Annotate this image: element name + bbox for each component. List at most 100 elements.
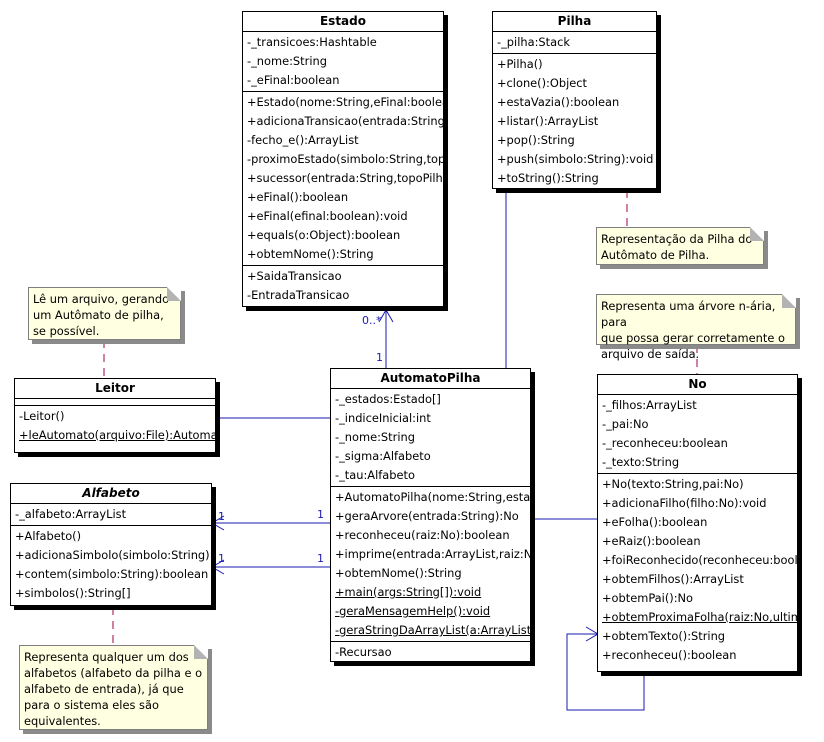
operation: +Alfabeto() — [15, 529, 82, 543]
note-alfabeto[interactable]: Representa qualquer um dos alfabetos (al… — [19, 645, 208, 730]
operation: +contem(simbolo:String):boolean — [15, 567, 209, 581]
multiplicity-alfabeto-tau: 1 — [218, 552, 225, 565]
class-operations: +AutomatoPilha(nome:String,estad +geraAr… — [331, 487, 530, 642]
note-line: Representa qualquer um dos — [24, 650, 189, 664]
operation: +main(args:String[]):void — [335, 585, 482, 599]
alfabeto-tau-arrowhead — [211, 559, 225, 575]
attribute: -_texto:String — [602, 455, 680, 469]
note-line: arquivo de saída. — [601, 347, 700, 361]
operation: +adicionaSimbolo(simbolo:String): — [15, 548, 211, 562]
multiplicity-automato-tau: 1 — [317, 552, 324, 565]
class-leitor[interactable]: Leitor -Leitor() +leAutomato(arquivo:Fil… — [14, 378, 216, 453]
note-line: para o sistema eles são — [24, 698, 159, 712]
class-attributes: -_pilha:Stack — [493, 32, 656, 54]
operation: +imprime(entrada:ArrayList,raiz:No — [335, 547, 530, 561]
operation: +obtemNome():String — [247, 247, 374, 261]
operation: -proximoEstado(simbolo:String,topo — [247, 152, 443, 166]
note-line: alfabeto de entrada), já que — [24, 682, 184, 696]
operation: +foiReconhecido(reconheceu:boole — [602, 553, 797, 567]
multiplicity-automato-sigma: 1 — [317, 508, 324, 521]
inner-class: -EntradaTransicao — [247, 288, 350, 302]
class-automatopilha[interactable]: AutomatoPilha -_estados:Estado[] -_indic… — [330, 368, 531, 662]
note-pilha[interactable]: Representação da Pilha do Autômato de Pi… — [596, 227, 764, 265]
operation: +Pilha() — [497, 57, 543, 71]
operation: -geraMensagemHelp():void — [335, 604, 491, 618]
class-operations: +No(texto:String,pai:No) +adicionaFilho(… — [598, 474, 797, 666]
operation: +obtemPai():No — [602, 591, 694, 605]
class-name: Pilha — [493, 12, 656, 32]
class-name: AutomatoPilha — [331, 369, 530, 389]
note-no[interactable]: Representa uma árvore n-ária, para que p… — [596, 294, 796, 361]
note-line: alfabetos (alfabeto da pilha e o — [24, 666, 203, 680]
class-name: No — [598, 375, 797, 395]
attribute: -_sigma:Alfabeto — [335, 449, 431, 463]
note-line: Lê um arquivo, gerando — [33, 292, 170, 306]
operation: +No(texto:String,pai:No) — [602, 477, 744, 491]
attribute: -_filhos:ArrayList — [602, 398, 697, 412]
class-estado[interactable]: Estado -_transicoes:Hashtable -_nome:Str… — [242, 11, 444, 307]
operation: +AutomatoPilha(nome:String,estad — [335, 490, 530, 504]
attribute: -_transicoes:Hashtable — [247, 35, 377, 49]
operation: -geraStringDaArrayList(a:ArrayList): — [335, 623, 530, 637]
operation: +equals(o:Object):boolean — [247, 228, 401, 242]
operation: -fecho_e():ArrayList — [247, 133, 359, 147]
note-line: Representação da Pilha do — [601, 232, 753, 246]
note-line: equivalentes. — [24, 714, 101, 728]
operation: +obtemProximaFolha(raiz:No,ultim — [602, 610, 797, 624]
attribute: -_pai:No — [602, 417, 649, 431]
attribute: -_reconheceu:boolean — [602, 436, 728, 450]
class-inner-classes: +SaidaTransicao -EntradaTransicao — [243, 266, 443, 306]
no-self-association-line — [566, 633, 645, 711]
operation: -Leitor() — [19, 409, 65, 423]
class-alfabeto[interactable]: Alfabeto -_alfabeto:ArrayList +Alfabeto(… — [10, 483, 212, 606]
note-line: Representa uma árvore n-ária, para — [601, 299, 776, 329]
class-no[interactable]: No -_filhos:ArrayList -_pai:No -_reconhe… — [597, 374, 798, 672]
operation: +eFinal(efinal:boolean):void — [247, 209, 408, 223]
note-line: se possível. — [33, 324, 100, 338]
operation: +eFinal():boolean — [247, 190, 349, 204]
class-operations: -Leitor() +leAutomato(arquivo:File):Auto… — [15, 406, 215, 446]
operation: +sucessor(entrada:String,topoPilha — [247, 171, 443, 185]
operation: +obtemFilhos():ArrayList — [602, 572, 744, 586]
operation: +pop():String — [497, 133, 575, 147]
class-operations: +Estado(nome:String,eFinal:boolea +adici… — [243, 92, 443, 266]
attribute: -_estados:Estado[] — [335, 392, 441, 406]
operation: +reconheceu():boolean — [602, 648, 737, 662]
multiplicity-estado-many: 0..* — [362, 314, 382, 327]
operation: +adicionaTransicao(entrada:String — [247, 114, 443, 128]
operation: +toString():String — [497, 171, 599, 185]
class-operations: +Alfabeto() +adicionaSimbolo(simbolo:Str… — [11, 526, 211, 604]
inner-class: +SaidaTransicao — [247, 269, 342, 283]
operation: +listar():ArrayList — [497, 114, 599, 128]
class-attributes: -_estados:Estado[] -_indiceInicial:int -… — [331, 389, 530, 487]
operation: +reconheceu(raiz:No):boolean — [335, 528, 510, 542]
operation: +estaVazia():boolean — [497, 95, 620, 109]
operation: +adicionaFilho(filho:No):void — [602, 496, 767, 510]
note-line: um Autômato de pilha, — [33, 308, 164, 322]
note-line: Autômato de Pilha. — [601, 248, 710, 262]
operation: +leAutomato(arquivo:File):Automato — [19, 428, 215, 442]
class-inner-classes: -Recursao — [331, 642, 530, 661]
attribute: -_nome:String — [247, 54, 327, 68]
note-line: que possa gerar corretamente o — [601, 331, 785, 345]
operation: +push(simbolo:String):void — [497, 152, 654, 166]
class-name: Estado — [243, 12, 443, 32]
estado-association-arrowhead — [378, 309, 394, 323]
alfabeto-sigma-arrowhead — [211, 515, 225, 531]
class-attributes — [15, 399, 215, 406]
attribute: -_indiceInicial:int — [335, 411, 431, 425]
inner-class: -Recursao — [335, 645, 392, 659]
attribute: -_tau:Alfabeto — [335, 468, 415, 482]
note-leitor[interactable]: Lê um arquivo, gerando um Autômato de pi… — [28, 287, 181, 340]
class-attributes: -_transicoes:Hashtable -_nome:String -_e… — [243, 32, 443, 92]
operation: +eFolha():boolean — [602, 515, 708, 529]
attribute: -_nome:String — [335, 430, 415, 444]
operation: +Estado(nome:String,eFinal:boolea — [247, 95, 443, 109]
operation: +obtemNome():String — [335, 566, 462, 580]
class-pilha[interactable]: Pilha -_pilha:Stack +Pilha() +clone():Ob… — [492, 11, 657, 189]
class-name: Alfabeto — [11, 484, 211, 504]
class-operations: +Pilha() +clone():Object +estaVazia():bo… — [493, 54, 656, 188]
attribute: -_alfabeto:ArrayList — [15, 507, 127, 521]
attribute: -_eFinal:boolean — [247, 73, 340, 87]
